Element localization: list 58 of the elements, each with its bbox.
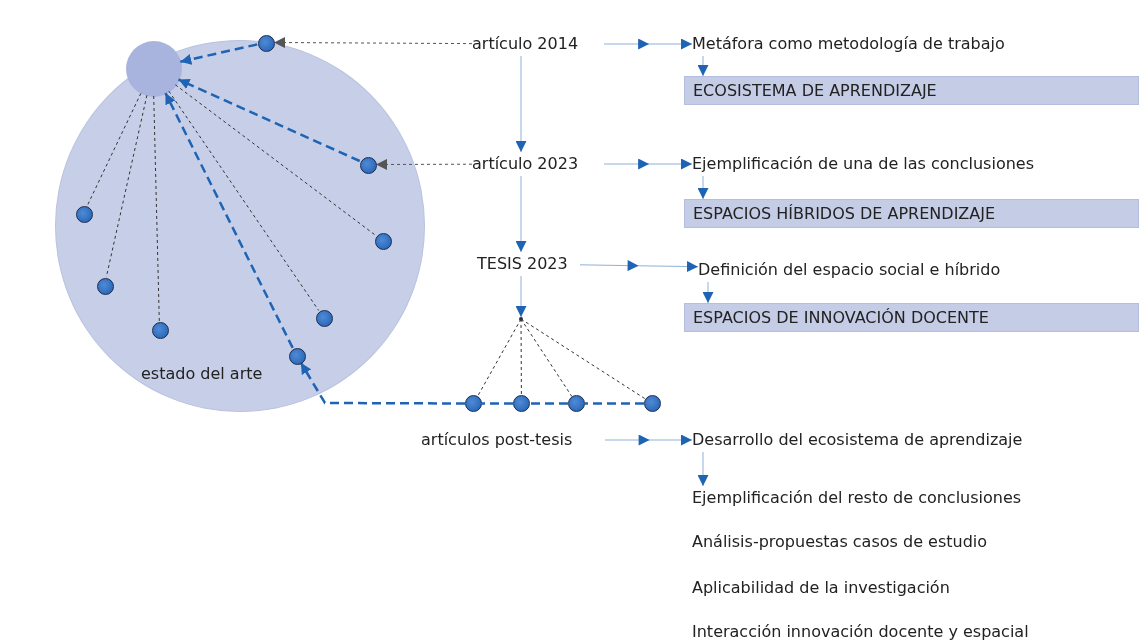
arrow bbox=[579, 260, 699, 272]
node-label: artículos post-tesis bbox=[421, 428, 605, 452]
connector-line bbox=[520, 318, 573, 397]
dot-marker bbox=[97, 278, 114, 295]
arrow bbox=[697, 451, 709, 487]
arrow bbox=[697, 55, 709, 77]
connector-line bbox=[520, 318, 522, 396]
connector-line bbox=[482, 402, 513, 405]
arrow bbox=[178, 78, 361, 163]
node-label: Ejemplificación de una de las conclusiones bbox=[692, 152, 1132, 176]
dot-marker bbox=[258, 35, 275, 52]
node-label: artículo 2023 bbox=[472, 152, 604, 176]
arrow bbox=[180, 43, 258, 65]
node-label: Ejemplificación del resto de conclusiones bbox=[692, 486, 1122, 510]
arrow bbox=[603, 159, 693, 170]
node-label: Desarrollo del ecosistema de aprendizaje bbox=[692, 428, 1122, 452]
list-item: Aplicabilidad de la investigación bbox=[692, 577, 950, 599]
connector-line bbox=[530, 402, 568, 405]
heading-band: ECOSISTEMA DE APRENDIZAJE bbox=[684, 76, 1139, 105]
list-item: Interacción innovación docente y espacial bbox=[692, 621, 1029, 643]
dot-marker bbox=[465, 395, 482, 412]
heading-band: ESPACIOS DE INNOVACIÓN DOCENTE bbox=[684, 303, 1139, 332]
node-label: artículo 2014 bbox=[472, 32, 604, 56]
list-item: Análisis-propuestas casos de estudio bbox=[692, 531, 988, 553]
node-label: Definición del espacio social e híbrido bbox=[698, 258, 1118, 282]
arrow bbox=[515, 55, 527, 153]
connector-line bbox=[520, 318, 646, 400]
arrow bbox=[299, 362, 465, 405]
dot-marker bbox=[568, 395, 585, 412]
region-label: estado del arte bbox=[141, 363, 263, 385]
arrow bbox=[604, 435, 693, 446]
arrow bbox=[515, 175, 527, 253]
dot-marker bbox=[152, 322, 169, 339]
dot-marker bbox=[76, 206, 93, 223]
junction-point bbox=[519, 317, 523, 321]
connector-line bbox=[86, 92, 142, 207]
connector-line bbox=[174, 84, 377, 236]
node-label: Metáfora como metodología de trabajo bbox=[692, 32, 1112, 56]
dot-marker bbox=[375, 233, 392, 250]
arrow bbox=[273, 37, 473, 49]
node-label: TESIS 2023 bbox=[477, 252, 580, 276]
arrow bbox=[515, 275, 527, 318]
connector-line bbox=[168, 90, 320, 311]
heading-band: ESPACIOS HÍBRIDOS DE APRENDIZAJE bbox=[684, 199, 1139, 228]
connector-line bbox=[153, 95, 160, 322]
hub-circle bbox=[126, 41, 182, 97]
dot-marker bbox=[644, 395, 661, 412]
arrow bbox=[375, 158, 473, 170]
dot-marker bbox=[360, 157, 377, 174]
connector-line bbox=[477, 318, 522, 397]
arrow bbox=[164, 92, 294, 349]
dot-marker bbox=[513, 395, 530, 412]
dot-marker bbox=[316, 310, 333, 327]
arrow bbox=[603, 39, 693, 50]
arrow bbox=[702, 281, 714, 304]
connector-line bbox=[585, 402, 644, 405]
arrow bbox=[697, 175, 709, 200]
dot-marker bbox=[289, 348, 306, 365]
